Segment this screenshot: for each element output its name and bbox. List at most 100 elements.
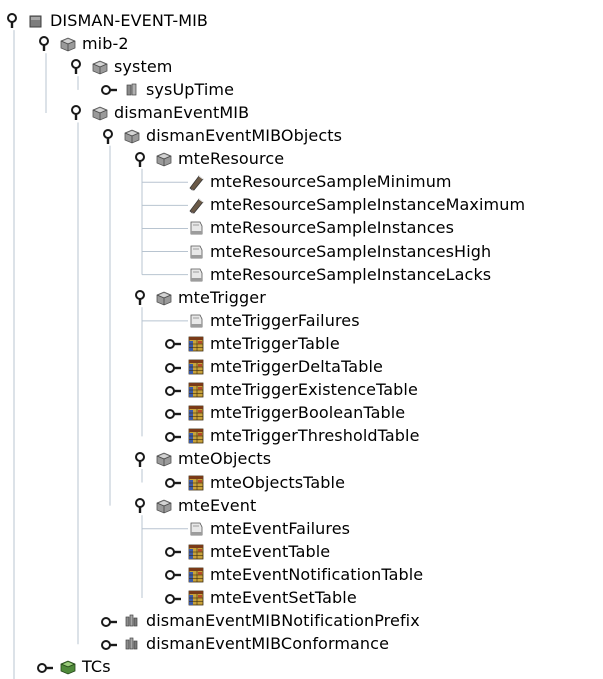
tree-row-mte-trigger-threshold-table[interactable]: mteTriggerThresholdTable — [0, 425, 603, 448]
tree-node-label: dismanEventMIBNotificationPrefix — [146, 611, 420, 631]
tree-row-disman-event-mib[interactable]: DISMAN-EVENT-MIB — [0, 9, 603, 32]
tree-node-label: mteTriggerThresholdTable — [210, 426, 420, 446]
table-icon — [186, 427, 206, 445]
tree-node-label: mteObjects — [178, 449, 272, 469]
expand-toggle-icon[interactable] — [164, 406, 184, 420]
tree-row-disman-event-mibnotification-prefix[interactable]: dismanEventMIBNotificationPrefix — [0, 610, 603, 633]
tree-node[interactable]: dismanEventMIBConformance — [122, 633, 389, 656]
tree-row-mte-trigger-delta-table[interactable]: mteTriggerDeltaTable — [0, 356, 603, 379]
tree-node[interactable]: mteEvent — [154, 494, 256, 517]
tree-node-label: mteEventFailures — [210, 518, 351, 538]
tree-row-mte-trigger-table[interactable]: mteTriggerTable — [0, 332, 603, 355]
tree-row-system[interactable]: system — [0, 55, 603, 78]
tree-row-sys-up-time[interactable]: sysUpTime — [0, 78, 603, 101]
collapse-toggle-icon[interactable] — [132, 151, 152, 167]
tree-row-tcs[interactable]: TCs — [0, 656, 603, 679]
tree-row-mte-event-set-table[interactable]: mteEventSetTable — [0, 587, 603, 610]
tree-node[interactable]: TCs — [58, 656, 111, 679]
tree-node[interactable]: DISMAN-EVENT-MIB — [26, 9, 208, 32]
expand-toggle-icon[interactable] — [100, 637, 120, 651]
tree-node[interactable]: mteTriggerExistenceTable — [186, 379, 418, 402]
expand-toggle-icon[interactable] — [164, 383, 184, 397]
tree-node[interactable]: dismanEventMIB — [90, 101, 249, 124]
tree-node[interactable]: mteEventFailures — [186, 517, 350, 540]
tree-node[interactable]: mteResource — [154, 148, 284, 171]
tree-row-mte-trigger[interactable]: mteTrigger — [0, 286, 603, 309]
expand-toggle-icon[interactable] — [100, 614, 120, 628]
tree-row-mte-event[interactable]: mteEvent — [0, 494, 603, 517]
tree-row-mte-event-failures[interactable]: mteEventFailures — [0, 517, 603, 540]
tree-row-mte-resource-sample-instance-lacks[interactable]: mteResourceSampleInstanceLacks — [0, 263, 603, 286]
tree-node[interactable]: mteTriggerThresholdTable — [186, 425, 420, 448]
tree-node[interactable]: mteResourceSampleInstanceMaximum — [186, 194, 525, 217]
readonly-scalar-icon — [186, 219, 206, 237]
collapse-toggle-icon[interactable] — [4, 13, 24, 28]
tree-row-mte-resource-sample-instances-high[interactable]: mteResourceSampleInstancesHigh — [0, 240, 603, 263]
expand-toggle-icon[interactable] — [164, 336, 184, 350]
tree-row-mte-objects[interactable]: mteObjects — [0, 448, 603, 471]
tree-row-mte-resource[interactable]: mteResource — [0, 148, 603, 171]
tree-row-mte-resource-sample-instances[interactable]: mteResourceSampleInstances — [0, 217, 603, 240]
tree-node-label: mteTriggerTable — [210, 333, 340, 353]
tree-node[interactable]: mib-2 — [58, 32, 129, 55]
tree-node[interactable]: mteObjectsTable — [186, 471, 345, 494]
tree-row-mte-event-table[interactable]: mteEventTable — [0, 540, 603, 563]
expand-toggle-icon[interactable] — [100, 82, 120, 96]
expand-toggle-icon[interactable] — [164, 591, 184, 605]
tree-row-disman-event-mibconformance[interactable]: dismanEventMIBConformance — [0, 633, 603, 656]
table-icon — [186, 543, 206, 561]
tree-row-mte-trigger-boolean-table[interactable]: mteTriggerBooleanTable — [0, 402, 603, 425]
collapse-toggle-icon[interactable] — [132, 290, 152, 306]
readonly-scalar-icon — [186, 243, 206, 261]
tree-node[interactable]: mteResourceSampleInstances — [186, 217, 454, 240]
tree-row-mte-resource-sample-minimum[interactable]: mteResourceSampleMinimum — [0, 171, 603, 194]
table-icon — [186, 381, 206, 399]
expand-toggle-icon[interactable] — [164, 567, 184, 581]
tree-row-mte-event-notification-table[interactable]: mteEventNotificationTable — [0, 563, 603, 586]
collapse-toggle-icon[interactable] — [132, 451, 152, 467]
tree-node[interactable]: mteTriggerBooleanTable — [186, 402, 405, 425]
folder-node-icon — [122, 127, 142, 145]
tree-node[interactable]: mteEventTable — [186, 540, 330, 563]
tree-node-label: mteTriggerBooleanTable — [210, 403, 406, 423]
tree-node[interactable]: sysUpTime — [122, 78, 234, 101]
collapse-toggle-icon[interactable] — [68, 105, 88, 121]
tree-node[interactable]: system — [90, 55, 172, 78]
collapse-toggle-icon[interactable] — [36, 36, 56, 52]
tree-node[interactable]: mteTriggerFailures — [186, 309, 360, 332]
textual-conventions-icon — [58, 658, 78, 676]
expand-toggle-icon[interactable] — [164, 544, 184, 558]
group-node-icon — [122, 612, 142, 630]
tree-node-label: mteResourceSampleInstances — [210, 218, 455, 238]
tree-row-mib-2[interactable]: mib-2 — [0, 32, 603, 55]
tree-row-mte-trigger-failures[interactable]: mteTriggerFailures — [0, 309, 603, 332]
tree-row-mte-objects-table[interactable]: mteObjectsTable — [0, 471, 603, 494]
tree-node[interactable]: mteResourceSampleMinimum — [186, 171, 452, 194]
tree-node[interactable]: mteTriggerDeltaTable — [186, 356, 383, 379]
tree-node[interactable]: mteEventNotificationTable — [186, 563, 423, 586]
collapse-toggle-icon[interactable] — [132, 498, 152, 514]
tree-node[interactable]: mteObjects — [154, 448, 271, 471]
tree-row-disman-event-mib[interactable]: dismanEventMIB — [0, 101, 603, 124]
tree-node-label: mteTriggerDeltaTable — [210, 357, 383, 376]
tree-node[interactable]: mteResourceSampleInstancesHigh — [186, 240, 491, 263]
tree-row-mte-resource-sample-instance-maximum[interactable]: mteResourceSampleInstanceMaximum — [0, 194, 603, 217]
tree-node[interactable]: dismanEventMIBObjects — [122, 125, 342, 148]
tree-row-disman-event-mibobjects[interactable]: dismanEventMIBObjects — [0, 125, 603, 148]
expand-toggle-icon[interactable] — [164, 475, 184, 489]
tree-node[interactable]: mteTrigger — [154, 286, 266, 309]
tree-node-label: dismanEventMIBConformance — [146, 634, 390, 654]
tree-node[interactable]: dismanEventMIBNotificationPrefix — [122, 610, 420, 633]
collapse-toggle-icon[interactable] — [68, 59, 88, 75]
tree-node[interactable]: mteResourceSampleInstanceLacks — [186, 263, 491, 286]
expand-toggle-icon[interactable] — [164, 360, 184, 374]
expand-toggle-icon[interactable] — [36, 660, 56, 674]
collapse-toggle-icon[interactable] — [100, 128, 120, 144]
tree-node[interactable]: mteEventSetTable — [186, 587, 357, 610]
leaf-object-icon — [122, 81, 142, 99]
tree-node[interactable]: mteTriggerTable — [186, 332, 340, 355]
expand-toggle-icon[interactable] — [164, 429, 184, 443]
folder-node-icon — [154, 497, 174, 515]
tree-row-mte-trigger-existence-table[interactable]: mteTriggerExistenceTable — [0, 379, 603, 402]
